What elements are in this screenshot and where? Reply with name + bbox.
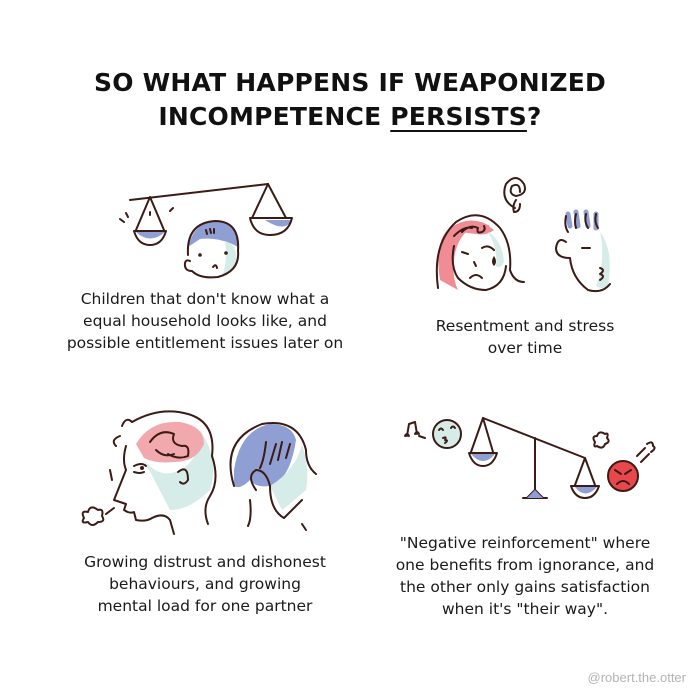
tilted-scale-happy-and-angry-face-icon — [404, 417, 656, 499]
author-credit: @robert.the.otter — [587, 670, 686, 685]
title-line-1: SO WHAT HAPPENS IF WEAPONIZED — [94, 68, 606, 97]
title-underlined-word: PERSISTS — [390, 102, 527, 131]
caption-distrust: Growing distrust and dishonest behaviour… — [84, 553, 326, 615]
caption-resentment: Resentment and stress over time — [435, 317, 615, 357]
unbalanced-scale-with-child-icon — [119, 183, 293, 279]
caption-negative-reinforcement: "Negative reinforcement" where one benef… — [395, 534, 655, 618]
upset-woman-and-whistling-man-icon — [435, 177, 611, 293]
title-line-2-prefix: INCOMPETENCE — [158, 102, 391, 131]
caption-children: Children that don't know what a equal ho… — [66, 290, 344, 352]
page-title: SO WHAT HAPPENS IF WEAPONIZED INCOMPETEN… — [0, 66, 700, 134]
two-heads-turned-away-icon — [81, 410, 317, 535]
title-line-2: INCOMPETENCE PERSISTS? — [0, 100, 700, 134]
title-line-2-suffix: ? — [526, 102, 542, 131]
